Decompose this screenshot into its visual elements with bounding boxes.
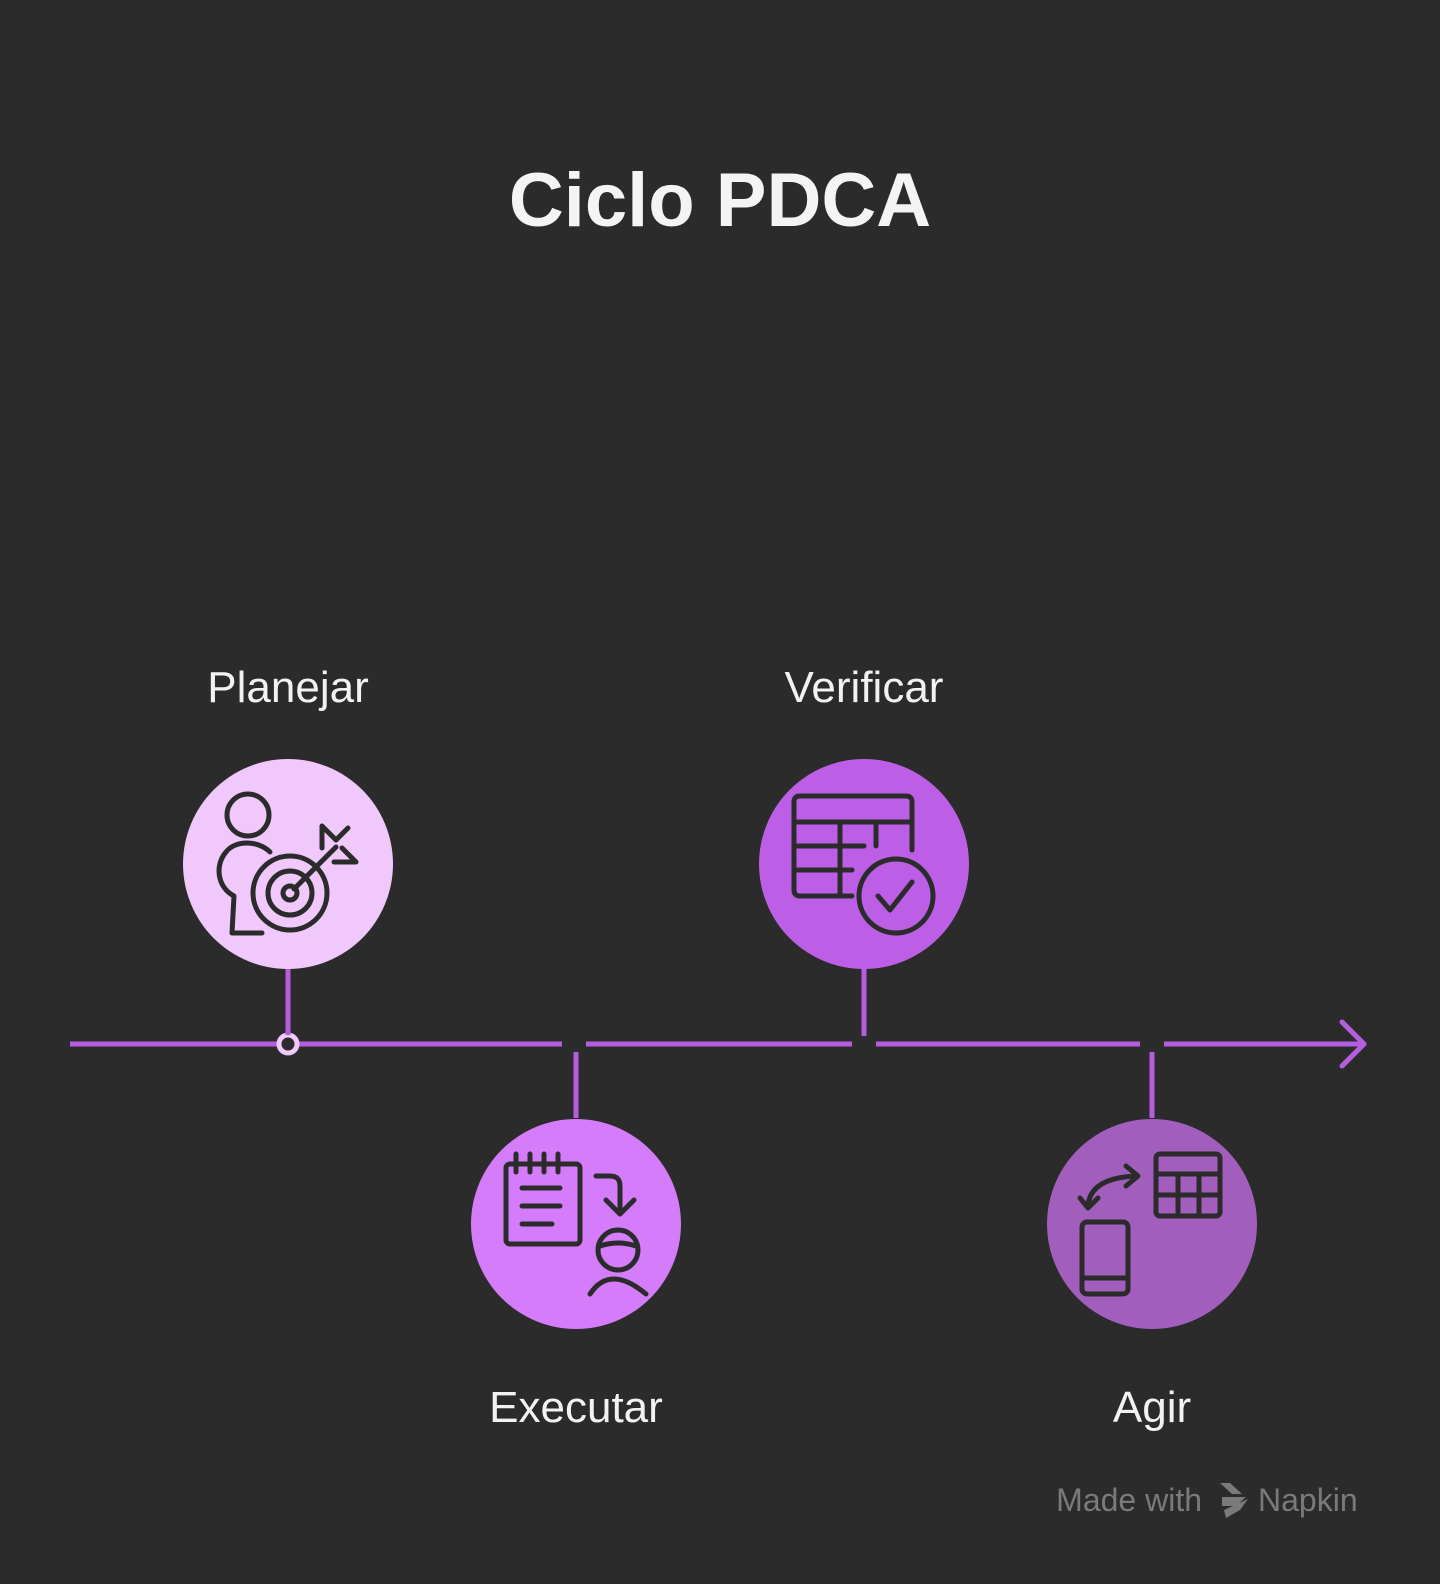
- step-label-planejar: Planejar: [207, 663, 368, 712]
- step-planejar: Planejar: [183, 663, 393, 969]
- timeline-arrowhead: [1339, 1019, 1367, 1069]
- step-agir: Agir: [1047, 1119, 1257, 1432]
- step-circle-planejar: [183, 759, 393, 969]
- axis-gap: [852, 1036, 876, 1052]
- watermark-prefix: Made with: [1056, 1482, 1202, 1518]
- timeline-start-marker: [276, 1032, 300, 1056]
- napkin-logo-icon: [1220, 1483, 1248, 1518]
- step-label-agir: Agir: [1113, 1383, 1191, 1432]
- table-check-icon: [791, 793, 936, 936]
- axis-gap: [1140, 1036, 1164, 1052]
- phone-table-exchange-icon: [1077, 1151, 1223, 1297]
- diagram-title: Ciclo PDCA: [509, 158, 931, 243]
- person-target-icon: [216, 791, 359, 936]
- notepad-person-icon: [503, 1151, 649, 1297]
- step-executar: Executar: [471, 1119, 681, 1432]
- watermark: Made with Napkin: [1056, 1482, 1358, 1518]
- timeline-axis: [70, 1019, 1367, 1069]
- step-verificar: Verificar: [759, 663, 969, 969]
- step-circle-executar: [471, 1119, 681, 1329]
- step-label-executar: Executar: [489, 1383, 663, 1432]
- watermark-brand: Napkin: [1258, 1482, 1358, 1518]
- step-circle-agir: [1047, 1119, 1257, 1329]
- step-label-verificar: Verificar: [785, 663, 944, 712]
- step-circle-verificar: [759, 759, 969, 969]
- axis-gap: [562, 1036, 586, 1052]
